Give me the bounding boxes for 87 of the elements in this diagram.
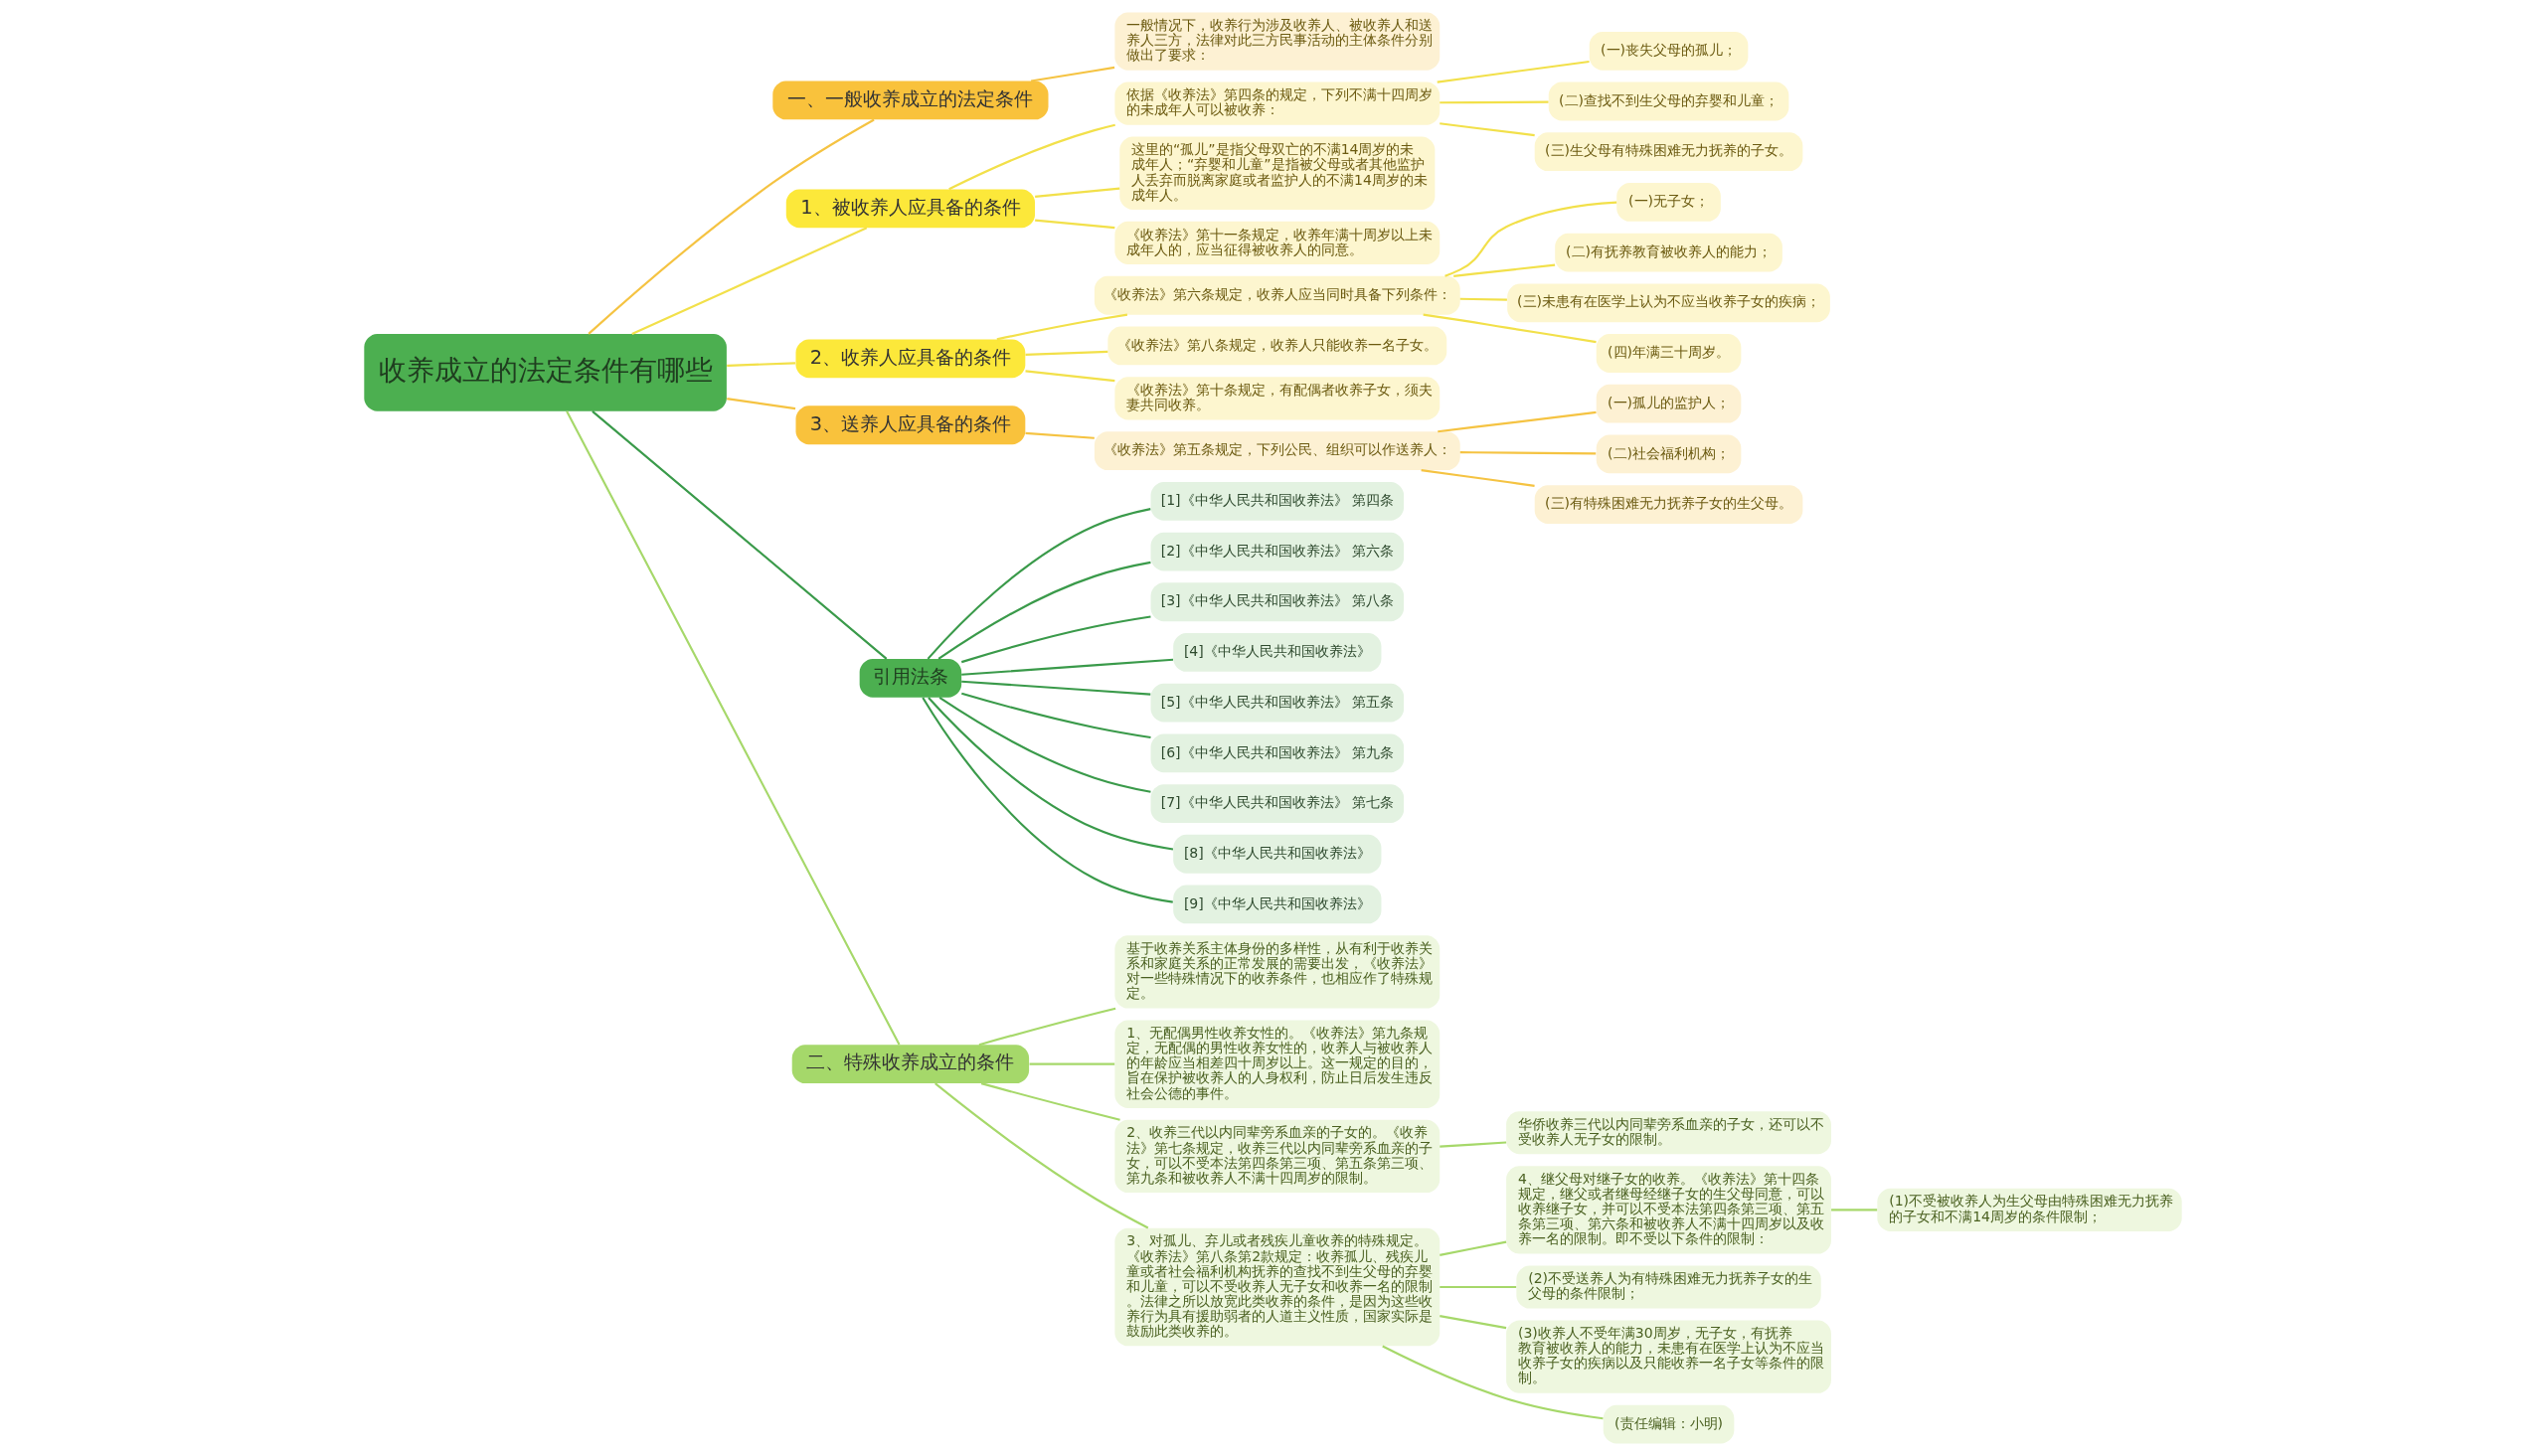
connector (1034, 187, 1119, 198)
connector (1423, 313, 1597, 344)
connector (978, 1007, 1115, 1047)
node-box: (一)丧失父母的孤儿； (1589, 31, 1748, 71)
connector (726, 362, 795, 368)
node-box: (3)收养人不受年满30周岁，无子女，有抚养教育被收养人的能力，未患有在医学上认为不应当收养子女的疾病以及只能收养一名子女等条件的限制。 (1505, 1320, 1831, 1393)
node-box: 《收养法》第十一条规定，收养年满十周岁以上未成年人的，应当征得被收养人的同意。 (1113, 221, 1440, 264)
node-box: 3、对孤儿、弃儿或者残疾儿童收养的特殊规定。《收养法》第八条第2款规定：收养孤儿、残疾儿童或者社会福利机构抚养的查找不到生父母的弃婴和儿童，可以不受收养人无子女和收养一名的限制。法律之所以放宽此类收养的条件，是因为这些收养行为具有援助弱者的人道主义性质，国家实际是鼓励此类收养的。 (1113, 1227, 1440, 1347)
connector (630, 227, 867, 335)
node-box: 引用法条 (859, 658, 961, 698)
connector (1437, 60, 1590, 83)
connector (1381, 1345, 1604, 1420)
node-box: [2]《中华人民共和国收养法》 第六条 (1150, 532, 1404, 571)
connector (1439, 1141, 1506, 1148)
connector (1421, 469, 1535, 487)
connector (937, 561, 1151, 660)
connector (1034, 219, 1114, 230)
connector (726, 398, 795, 410)
node-box: (三)有特殊困难无力抚养子女的生父母。 (1534, 485, 1802, 524)
connector (947, 123, 1115, 191)
connector (996, 313, 1127, 341)
node-box: (责任编辑：小明) (1603, 1404, 1734, 1444)
connector (980, 1082, 1120, 1121)
connector (927, 697, 1173, 851)
node-box: (一)孤儿的监护人； (1596, 384, 1741, 423)
node-box: 《收养法》第八条规定，收养人只能收养一名子女。 (1106, 326, 1446, 366)
node-box: (二)有抚养教育被收养人的能力； (1554, 233, 1782, 272)
node-box: [6]《中华人民共和国收养法》 第九条 (1150, 733, 1404, 773)
node-box: (2)不受送养人为有特殊困难无力抚养子女的生父母的条件限制； (1515, 1265, 1821, 1309)
connector (960, 615, 1151, 664)
node-box: (1)不受被收养人为生父母由特殊困难无力抚养的子女和不满14周岁的条件限制； (1876, 1188, 2182, 1231)
connector (1024, 350, 1107, 356)
connector (1029, 1062, 1114, 1065)
connector (960, 680, 1150, 696)
node-box: 2、收养三代以内同辈旁系血亲的子女的。《收养法》第七条规定，收养三代以内同辈旁系血亲的子女，可以不受本法第四条第三项、第五条第三项、第九条和被收养人不满十四周岁的限制。 (1113, 1119, 1440, 1194)
connector (960, 658, 1173, 676)
node-box: 依据《收养法》第四条的规定，下列不满十四周岁的未成年人可以被收养： (1113, 81, 1440, 125)
connector (927, 508, 1150, 660)
connector (1439, 1315, 1506, 1330)
node-box: 《收养法》第六条规定，收养人应当同时具备下列条件： (1094, 275, 1460, 315)
node-box: 基于收养关系主体身份的多样性，从有利于收养关系和家庭关系的正常发展的需要出发，《收养法》对一些特殊情况下的收养条件，也相应作了特殊规定。 (1113, 935, 1440, 1009)
connector (587, 118, 875, 335)
connector (1024, 370, 1114, 383)
node-box: [5]《中华人民共和国收养法》 第五条 (1150, 683, 1404, 723)
node-box: (三)未患有在医学上认为不应当收养子女的疾病； (1506, 283, 1830, 323)
node-box: [3]《中华人民共和国收养法》 第八条 (1150, 582, 1404, 622)
connector (1437, 410, 1597, 433)
node-box: (四)年满三十周岁。 (1596, 334, 1741, 373)
node-box: 1、无配偶男性收养女性的。《收养法》第九条规定，无配偶的男性收养女性的，收养人与被收养人的年龄应当相差四十周岁以上。这一规定的目的，旨在保护被收养人的人身权利，防止日后发生违反社会公德的事件。 (1113, 1020, 1440, 1108)
connector (1459, 451, 1596, 455)
connector (1439, 1285, 1516, 1289)
connector (1024, 431, 1095, 439)
node-box: [8]《中华人民共和国收养法》 (1172, 834, 1381, 874)
connector (1452, 263, 1555, 277)
connector (1439, 1240, 1506, 1256)
node-box: 《收养法》第五条规定，下列公民、组织可以作送养人： (1094, 431, 1460, 471)
node-box: 1、被收养人应具备的条件 (785, 189, 1035, 229)
node-box: [1]《中华人民共和国收养法》 第四条 (1150, 481, 1404, 521)
node-box: (三)生父母有特殊困难无力抚养的子女。 (1534, 132, 1802, 172)
connector (1443, 201, 1616, 277)
node-box: 3、送养人应具备的条件 (795, 405, 1025, 445)
node-box: [7]《中华人民共和国收养法》 第七条 (1150, 784, 1404, 823)
node-box: 收养成立的法定条件有哪些 (363, 334, 727, 411)
connector (933, 1082, 1148, 1229)
connector (1459, 297, 1507, 301)
connector (960, 692, 1151, 739)
connector (1030, 66, 1114, 82)
connector (1830, 1209, 1877, 1212)
connector (1439, 122, 1535, 137)
node-box: (二)查找不到生父母的弃婴和儿童； (1548, 81, 1788, 121)
connector (591, 410, 887, 660)
connector (1439, 100, 1549, 104)
node-box: 一、一般收养成立的法定条件 (771, 81, 1048, 120)
connector (921, 697, 1173, 903)
node-box: [4]《中华人民共和国收养法》 (1172, 633, 1381, 672)
node-box: (一)无子女； (1615, 183, 1721, 222)
node-box: (二)社会福利机构； (1596, 434, 1741, 474)
node-box: 二、特殊收养成立的条件 (791, 1045, 1029, 1084)
node-box: 《收养法》第十条规定，有配偶者收养子女，须夫妻共同收养。 (1113, 377, 1440, 420)
node-box: 4、继父母对继子女的收养。《收养法》第十四条规定，继父或者继母经继子女的生父母同意，可以收养继子女，并可以不受本法第四条第三项、第五条第三项、第六条和被收养人不满十四周岁以及收养一名的限制。即不受以下条件的限制： (1505, 1166, 1831, 1254)
node-box: 2、收养人应具备的条件 (795, 339, 1025, 379)
connector (565, 410, 900, 1046)
node-box: 一般情况下，收养行为涉及收养人、被收养人和送养人三方，法律对此三方民事活动的主体条件分别做出了要求： (1113, 12, 1440, 71)
node-box: [9]《中华人民共和国收养法》 (1172, 885, 1381, 924)
node-box: 这里的“孤儿”是指父母双亡的不满14周岁的未成年人；“弃婴和儿童”是指被父母或者其他监护人丢弃而脱离家庭或者监护人的不满14周岁的未成年人。 (1118, 136, 1435, 210)
node-box: 华侨收养三代以内同辈旁系血亲的子女，还可以不受收养人无子女的限制。 (1505, 1111, 1831, 1155)
connector (938, 697, 1151, 793)
